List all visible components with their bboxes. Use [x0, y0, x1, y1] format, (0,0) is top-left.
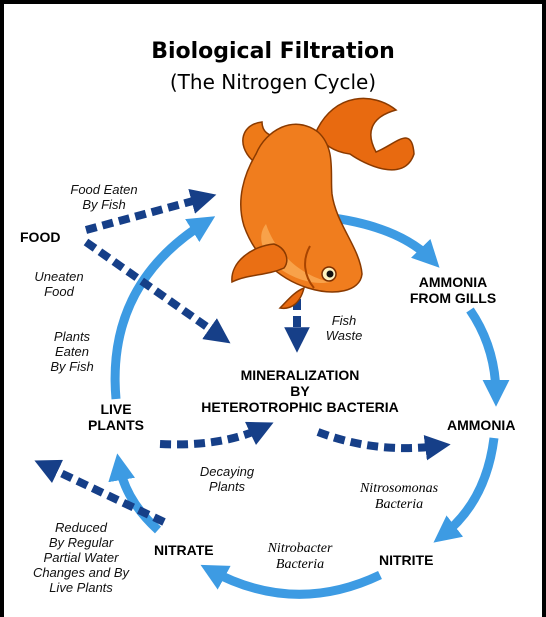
arrow-mineralization-to-ammonia [318, 432, 438, 448]
annotation-food-eaten: Food Eaten By Fish [54, 182, 154, 212]
annotation-fish-waste-line2: Waste [314, 328, 374, 343]
node-mineralization-line1: MINERALIZATION [178, 367, 422, 383]
node-mineralization: MINERALIZATION BY HETEROTROPHIC BACTERIA [178, 367, 422, 415]
annotation-fish-waste-line1: Fish [314, 313, 374, 328]
annotation-reduced-line3: Partial Water [18, 550, 144, 565]
node-ammonia-from-gills: AMMONIA FROM GILLS [396, 274, 510, 306]
annotation-uneaten-food: Uneaten Food [24, 269, 94, 299]
node-mineralization-line3: HETEROTROPHIC BACTERIA [178, 399, 422, 415]
goldfish-illustration [232, 98, 414, 308]
annotation-food-eaten-line1: Food Eaten [54, 182, 154, 197]
diagram-subtitle: (The Nitrogen Cycle) [4, 72, 542, 92]
annotation-nitrosomonas-line1: Nitrosomonas [334, 481, 464, 497]
node-nitrate: NITRATE [154, 542, 214, 558]
annotation-fish-waste: Fish Waste [314, 313, 374, 343]
annotation-plants-eaten: Plants Eaten By Fish [32, 329, 112, 374]
node-live-plants-line2: PLANTS [78, 417, 154, 433]
annotation-uneaten-food-line1: Uneaten [24, 269, 94, 284]
annotation-plants-eaten-line1: Plants [32, 329, 112, 344]
annotation-plants-eaten-line2: Eaten [32, 344, 112, 359]
diagram-title: Biological Filtration [4, 41, 542, 63]
node-ammonia: AMMONIA [447, 417, 515, 433]
node-ammonia-from-gills-line1: AMMONIA [396, 274, 510, 290]
annotation-plants-eaten-line3: By Fish [32, 359, 112, 374]
arrow-nitrite-to-nitrate [210, 570, 380, 594]
node-live-plants: LIVE PLANTS [78, 401, 154, 433]
annotation-reduced-line4: Changes and By [18, 565, 144, 580]
annotation-nitrobacter-line1: Nitrobacter [250, 541, 350, 557]
annotation-reduced-line2: By Regular [18, 535, 144, 550]
annotation-nitrobacter: Nitrobacter Bacteria [250, 541, 350, 573]
annotation-uneaten-food-line2: Food [24, 284, 94, 299]
annotation-reduced-line1: Reduced [18, 520, 144, 535]
node-live-plants-line1: LIVE [78, 401, 154, 417]
annotation-reduced-nitrate: Reduced By Regular Partial Water Changes… [18, 520, 144, 595]
node-ammonia-from-gills-line2: FROM GILLS [396, 290, 510, 306]
annotation-nitrosomonas-line2: Bacteria [334, 497, 464, 513]
annotation-nitrobacter-line2: Bacteria [250, 557, 350, 573]
arrow-food-to-mineralization [86, 242, 220, 336]
annotation-nitrosomonas: Nitrosomonas Bacteria [334, 481, 464, 513]
node-nitrite: NITRITE [379, 552, 433, 568]
arrow-ammonia-from-gills-to-ammonia [470, 310, 496, 396]
node-food: FOOD [20, 229, 60, 245]
arrow-nitrate-out [46, 466, 164, 522]
arrow-live-plants-to-mineralization [160, 428, 262, 444]
annotation-decaying-plants-line2: Plants [182, 479, 272, 494]
annotation-food-eaten-line2: By Fish [54, 197, 154, 212]
node-mineralization-line2: BY [178, 383, 422, 399]
annotation-decaying-plants-line1: Decaying [182, 464, 272, 479]
annotation-reduced-line5: Live Plants [18, 580, 144, 595]
annotation-decaying-plants: Decaying Plants [182, 464, 272, 494]
